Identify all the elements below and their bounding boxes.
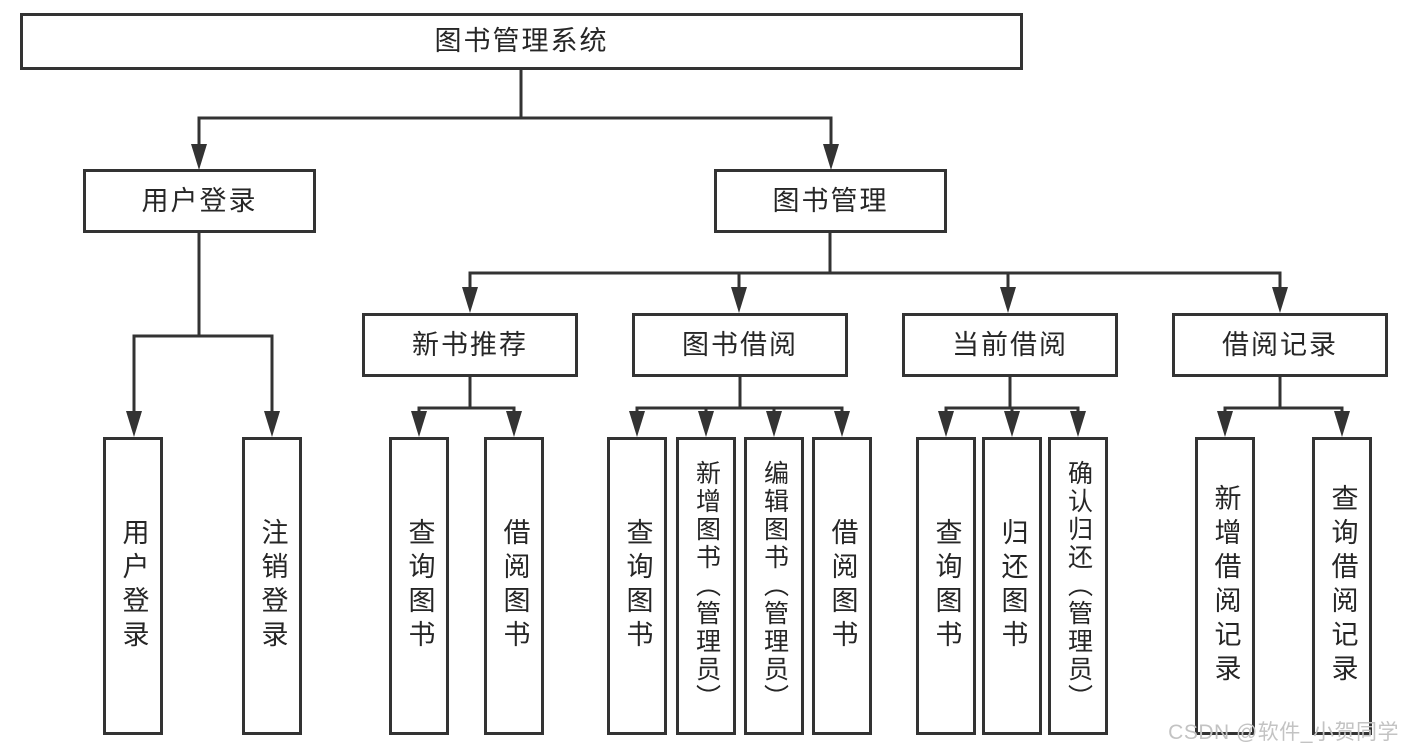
node-new-book-recommend: 新书推荐 bbox=[362, 313, 578, 377]
node-root: 图书管理系统 bbox=[20, 13, 1023, 70]
leaf-borrow-books-borrowing: 借阅图书 bbox=[812, 437, 872, 735]
leaf-add-borrow-record: 新增借阅记录 bbox=[1195, 437, 1255, 735]
leaf-add-book-admin: 新增图书（管理员） bbox=[676, 437, 736, 735]
leaf-edit-book-admin: 编辑图书（管理员） bbox=[744, 437, 804, 735]
leaf-user-login: 用户登录 bbox=[103, 437, 163, 735]
leaf-return-book: 归还图书 bbox=[982, 437, 1042, 735]
leaf-query-books-recommend: 查询图书 bbox=[389, 437, 449, 735]
leaf-query-borrow-record: 查询借阅记录 bbox=[1312, 437, 1372, 735]
node-user-login: 用户登录 bbox=[83, 169, 316, 233]
node-book-borrowing: 图书借阅 bbox=[632, 313, 848, 377]
node-borrow-records: 借阅记录 bbox=[1172, 313, 1388, 377]
watermark: CSDN @软件_小贺同学 bbox=[1168, 721, 1399, 744]
leaf-query-books-borrowing: 查询图书 bbox=[607, 437, 667, 735]
leaf-logout: 注销登录 bbox=[242, 437, 302, 735]
leaf-borrow-books-recommend: 借阅图书 bbox=[484, 437, 544, 735]
leaf-query-books-current: 查询图书 bbox=[916, 437, 976, 735]
node-current-borrowing: 当前借阅 bbox=[902, 313, 1118, 377]
leaf-confirm-return-admin: 确认归还（管理员） bbox=[1048, 437, 1108, 735]
node-book-management: 图书管理 bbox=[714, 169, 947, 233]
